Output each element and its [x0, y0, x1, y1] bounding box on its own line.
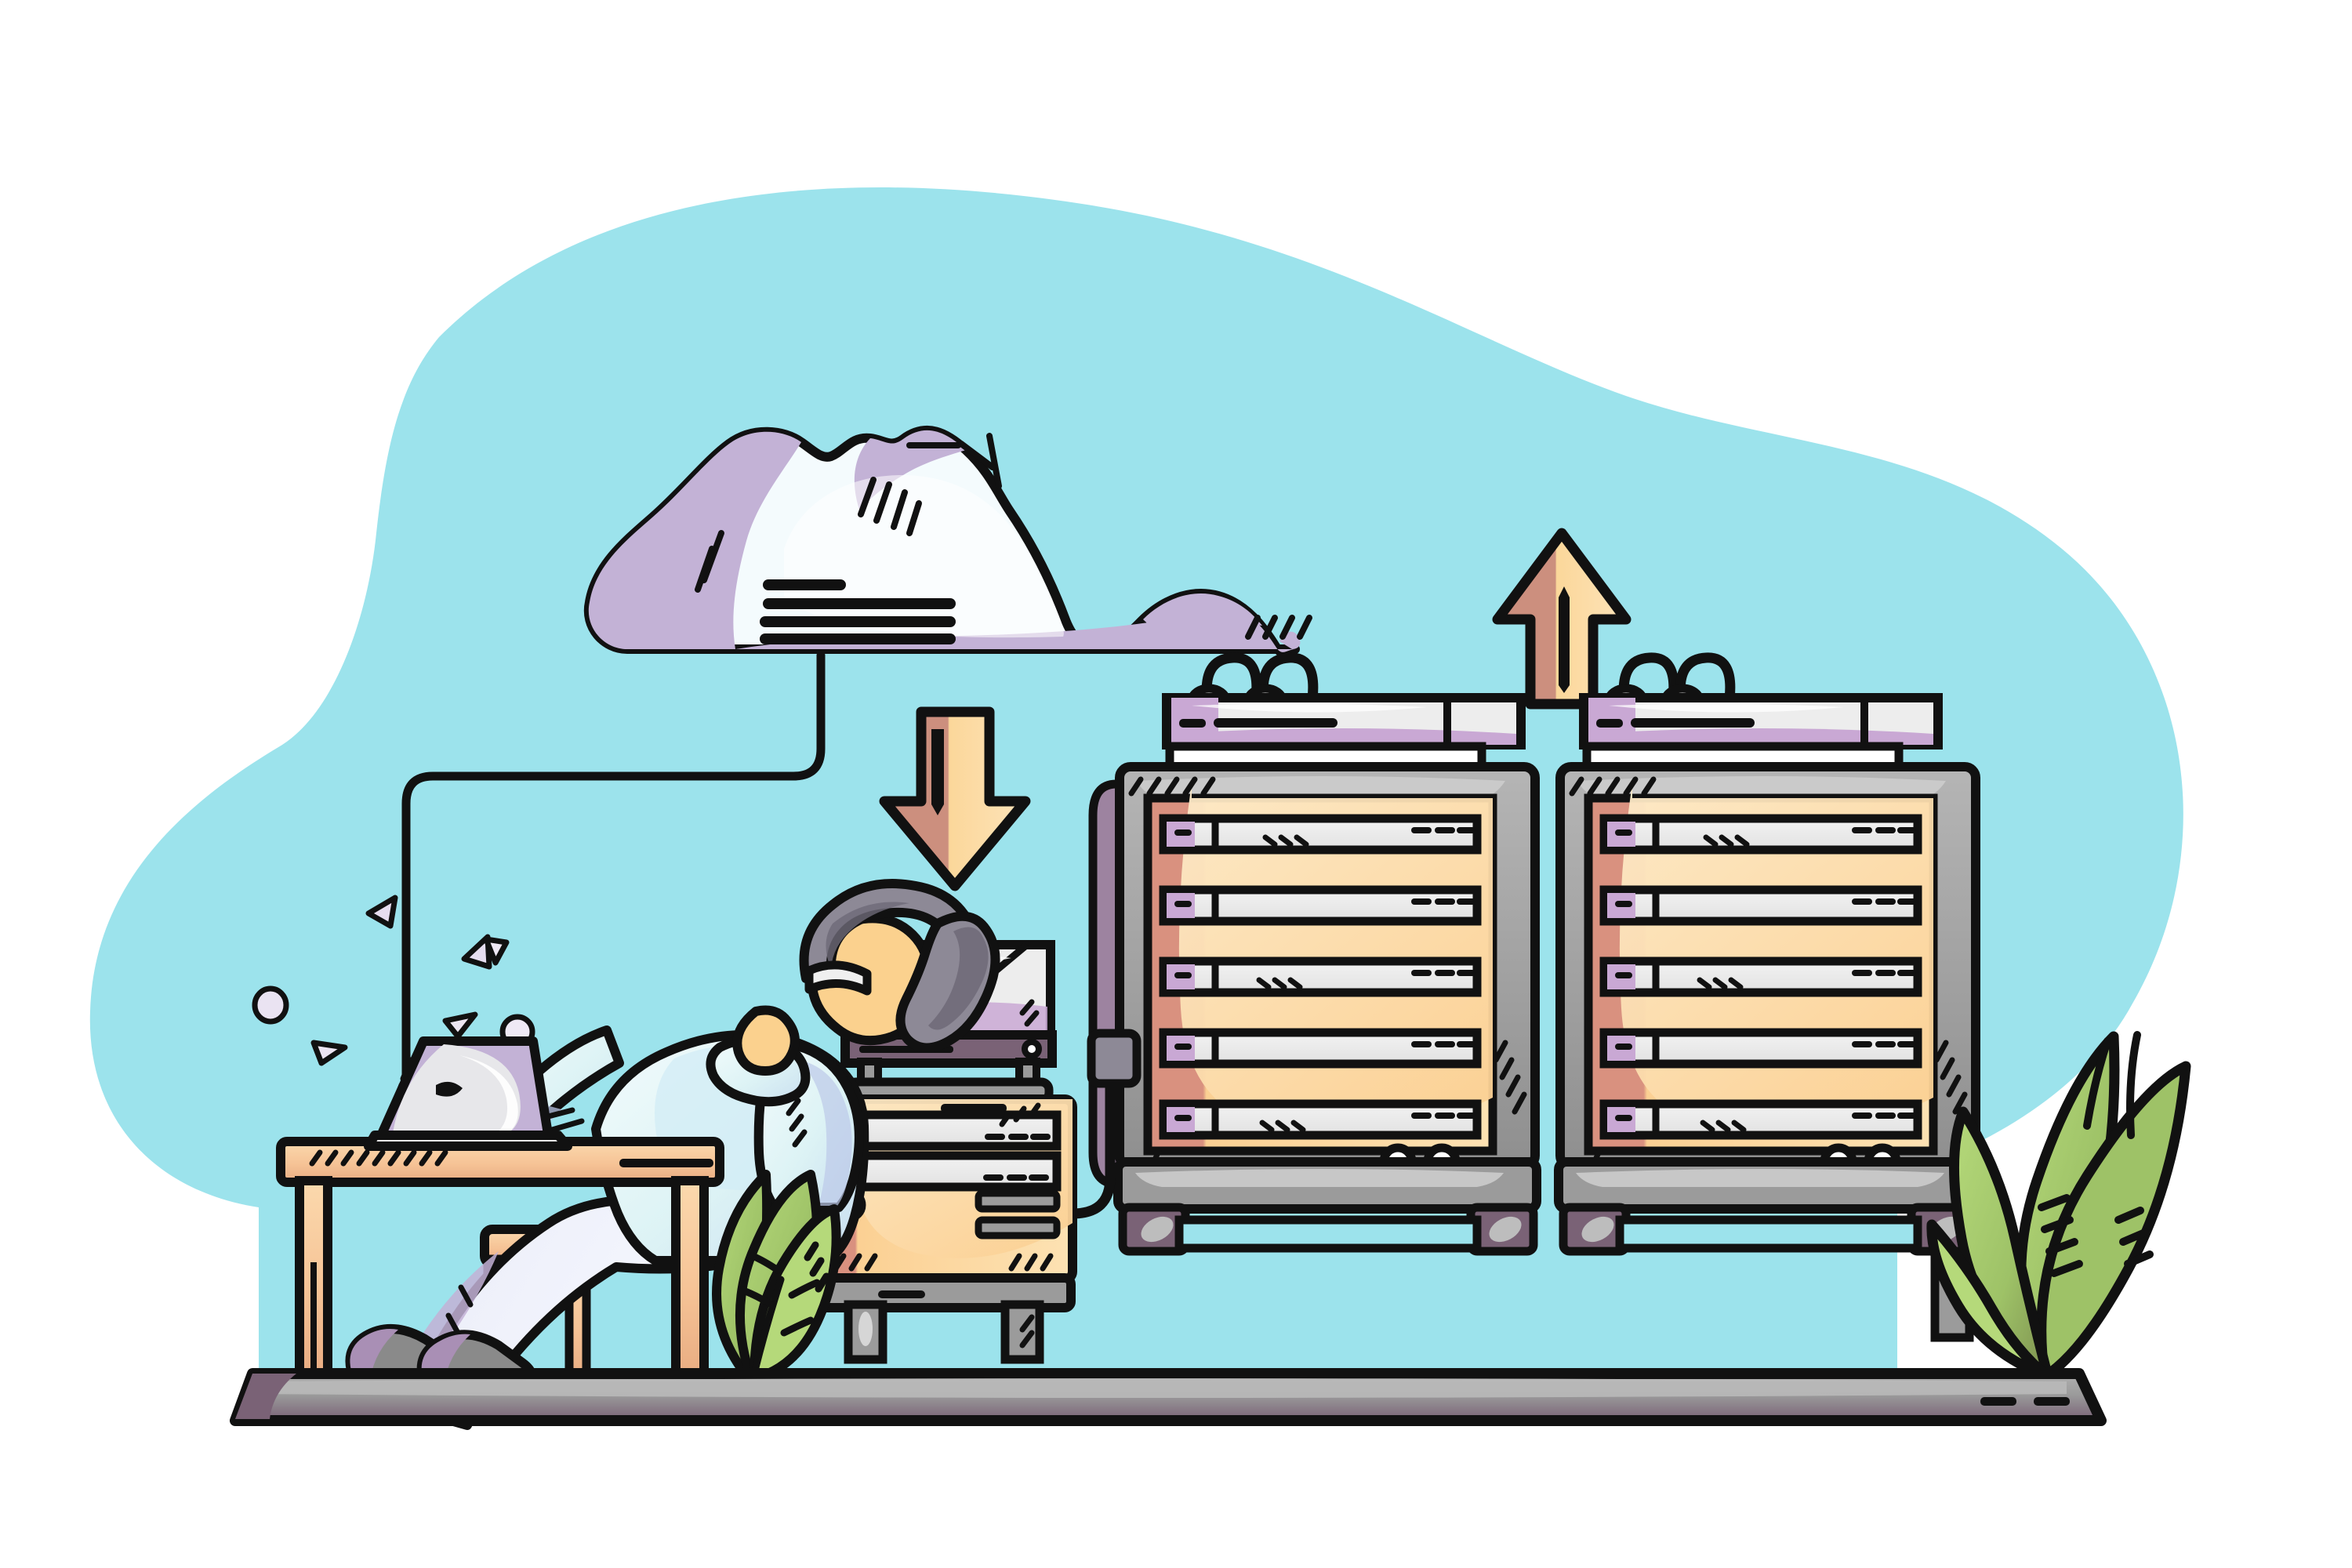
cloud-shape — [583, 426, 1312, 657]
blade-unit — [1599, 956, 1922, 997]
monitor-icon-name: shield-check-icon — [16, 162, 113, 176]
cable-description: thin black line from cloud underside dow… — [16, 233, 386, 246]
desk-hatching — [309, 1149, 448, 1167]
blade-unit — [1159, 956, 1482, 997]
cloud-label: cloud storage — [16, 68, 91, 82]
rack-blades-right[interactable] — [1599, 814, 1922, 1140]
blade-unit — [1599, 814, 1922, 855]
illustration-theme: flat line-art vector illustration — [16, 45, 172, 58]
person-headband — [804, 960, 872, 996]
cloud-to-laptop-cable — [401, 651, 826, 1114]
blade-unit — [1159, 1028, 1482, 1069]
laptop-keyboard[interactable] — [364, 1131, 572, 1151]
rack-wheels-left — [1118, 1203, 1538, 1256]
illustration-title: Cloud data center with administrator at … — [16, 21, 268, 34]
rack-left-blade-count: 5 — [16, 186, 23, 199]
cloud-shade-right — [1143, 593, 1262, 634]
rack-patch-panel-right[interactable] — [1579, 693, 1943, 771]
server-rack-right[interactable] — [1554, 652, 1982, 1256]
cloud-shade-left — [588, 431, 801, 649]
plant-tall-right — [1926, 1031, 2191, 1382]
tower-slot-vents — [975, 1189, 1061, 1240]
rack-right-blade-count: 5 — [16, 209, 23, 223]
rack-patch-panel-left[interactable] — [1162, 693, 1526, 771]
rack-top-cable-loops-right — [1618, 652, 1736, 701]
blade-unit — [1599, 1099, 1922, 1140]
blade-unit — [1159, 885, 1482, 926]
desk-leg-right — [671, 1176, 709, 1385]
sparkle-particles — [252, 895, 535, 1066]
blade-unit — [1159, 814, 1482, 855]
floor-highlight — [263, 1378, 2067, 1398]
floor-shade-left — [235, 1374, 296, 1419]
person-pose: sitting, hand resting on chin, looking a… — [16, 139, 267, 152]
person-hand — [732, 1005, 800, 1076]
rack-top-cable-loops — [1201, 652, 1319, 701]
download-arrow-meaning: download from cloud — [16, 92, 132, 105]
cloud-shade-peak — [854, 430, 966, 510]
download-arrow-crease — [931, 729, 944, 815]
blade-unit — [1599, 885, 1922, 926]
blade-unit — [1159, 1099, 1482, 1140]
floor-platform — [230, 1368, 2107, 1426]
laptop[interactable] — [364, 1036, 572, 1151]
rack-blades-left[interactable] — [1159, 814, 1482, 1140]
cloud-hatching — [695, 433, 1312, 640]
upload-arrow-crease — [1559, 586, 1570, 693]
blade-unit — [1599, 1028, 1922, 1069]
upload-arrow — [1492, 528, 1632, 710]
plant-small-left — [712, 1170, 841, 1383]
server-rack-left[interactable] — [1088, 652, 1541, 1256]
cloud-detail-lines — [760, 579, 956, 644]
download-arrow — [879, 706, 1031, 891]
upload-arrow-meaning: upload to cloud — [16, 115, 101, 129]
cloud-highlight — [784, 475, 1064, 638]
